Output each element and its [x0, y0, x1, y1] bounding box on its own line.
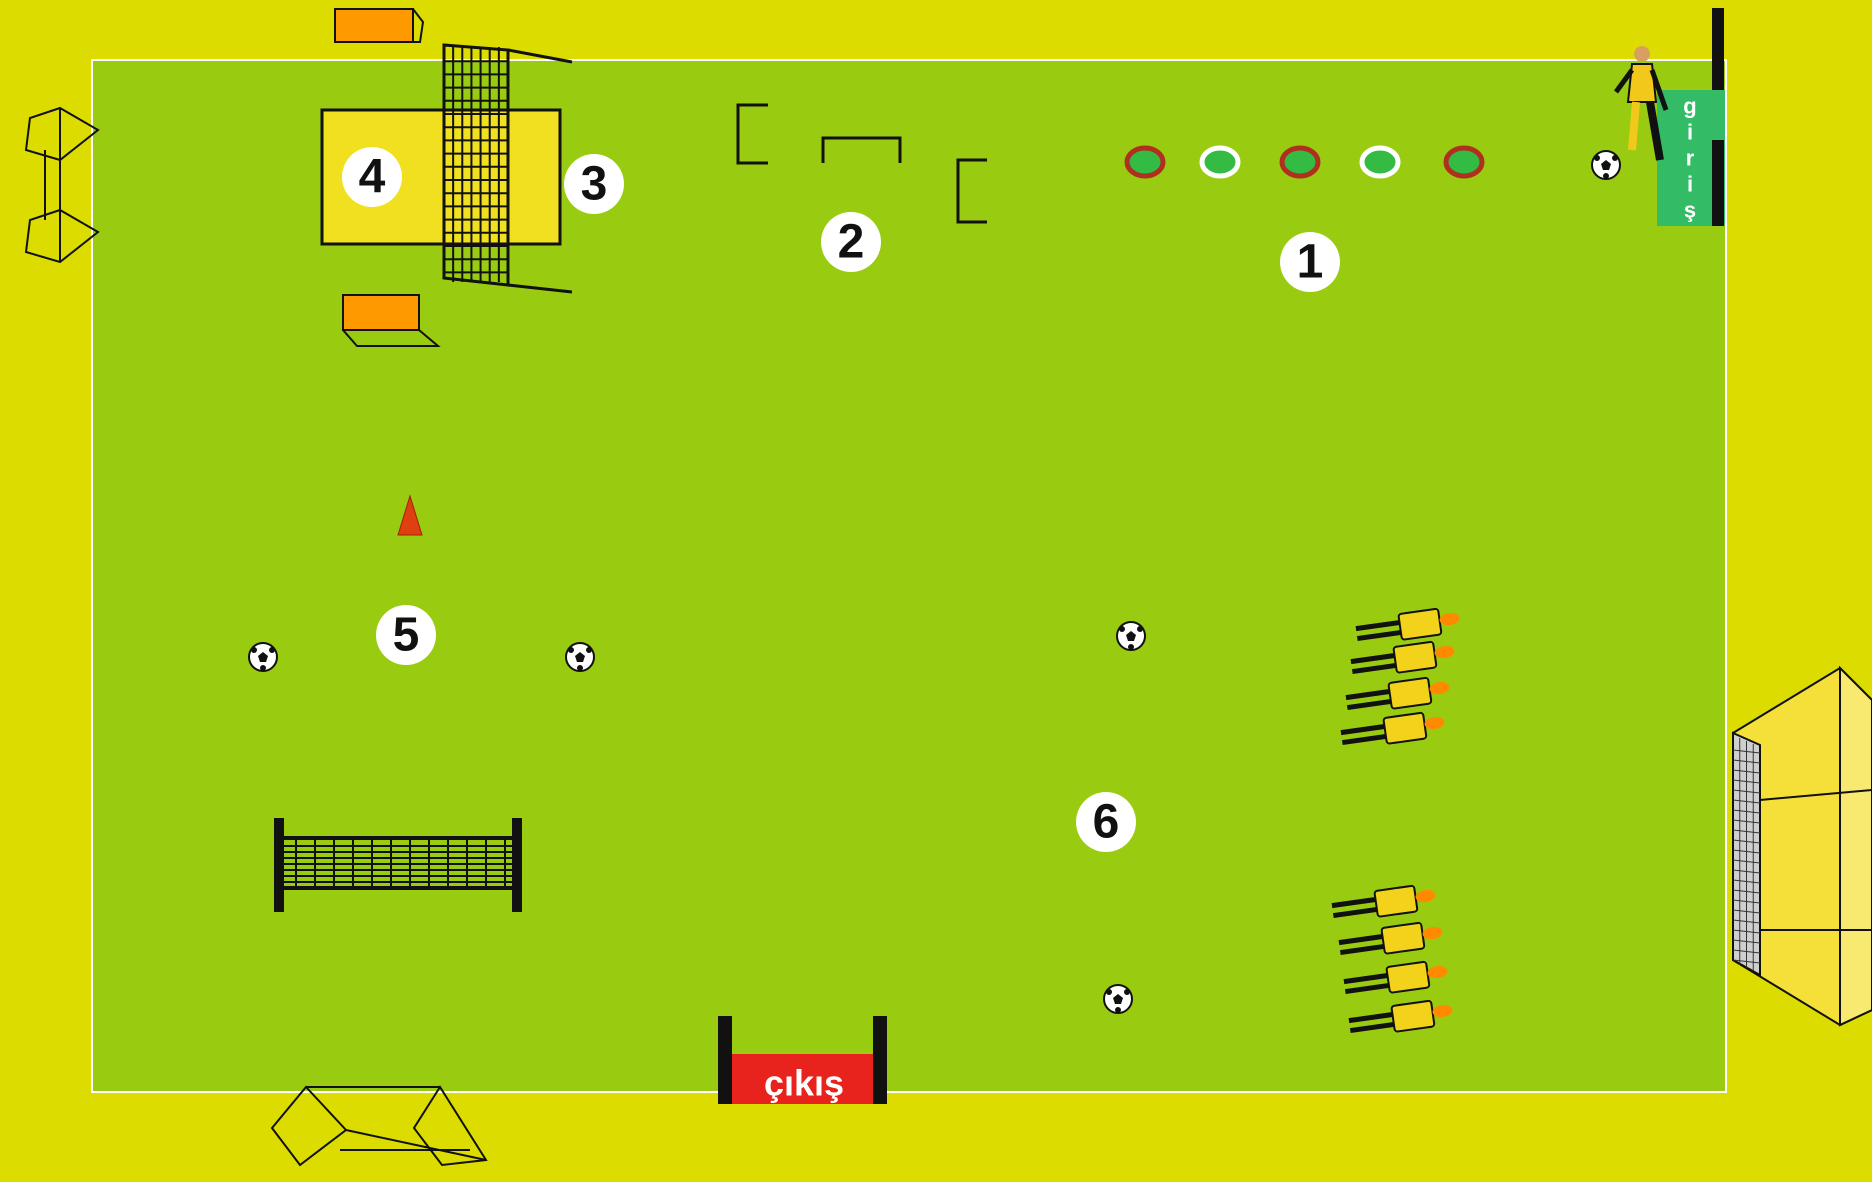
entrance-post-bottom — [1712, 140, 1724, 226]
ring-red — [1282, 148, 1318, 176]
station-number: 2 — [838, 216, 865, 269]
small-goal-top — [335, 9, 423, 42]
soccer-ball-icon — [566, 643, 594, 671]
station-number: 1 — [1297, 236, 1324, 289]
station-number: 6 — [1093, 796, 1120, 849]
exit-post-left — [718, 1016, 732, 1104]
soccer-ball-icon — [1592, 151, 1620, 179]
soccer-ball-icon — [1104, 985, 1132, 1013]
exit-post-right — [873, 1016, 887, 1104]
ring-red — [1127, 148, 1163, 176]
exit-label: çıkış — [764, 1063, 844, 1104]
ring-white — [1362, 148, 1398, 176]
entrance-letter: ş — [1684, 198, 1696, 223]
soccer-ball-icon — [249, 643, 277, 671]
ring-white — [1202, 148, 1238, 176]
entrance-letter: g — [1683, 94, 1696, 119]
station-number: 4 — [359, 151, 386, 204]
entrance-letter: i — [1687, 172, 1693, 197]
goal-right — [1733, 668, 1872, 1025]
entrance-post-top — [1712, 8, 1724, 94]
soccer-ball-icon — [1117, 622, 1145, 650]
entrance-letter: r — [1686, 146, 1695, 171]
ring-red — [1446, 148, 1482, 176]
station-number: 3 — [581, 158, 608, 211]
station-number: 5 — [393, 609, 420, 662]
entrance-letter: i — [1687, 120, 1693, 145]
